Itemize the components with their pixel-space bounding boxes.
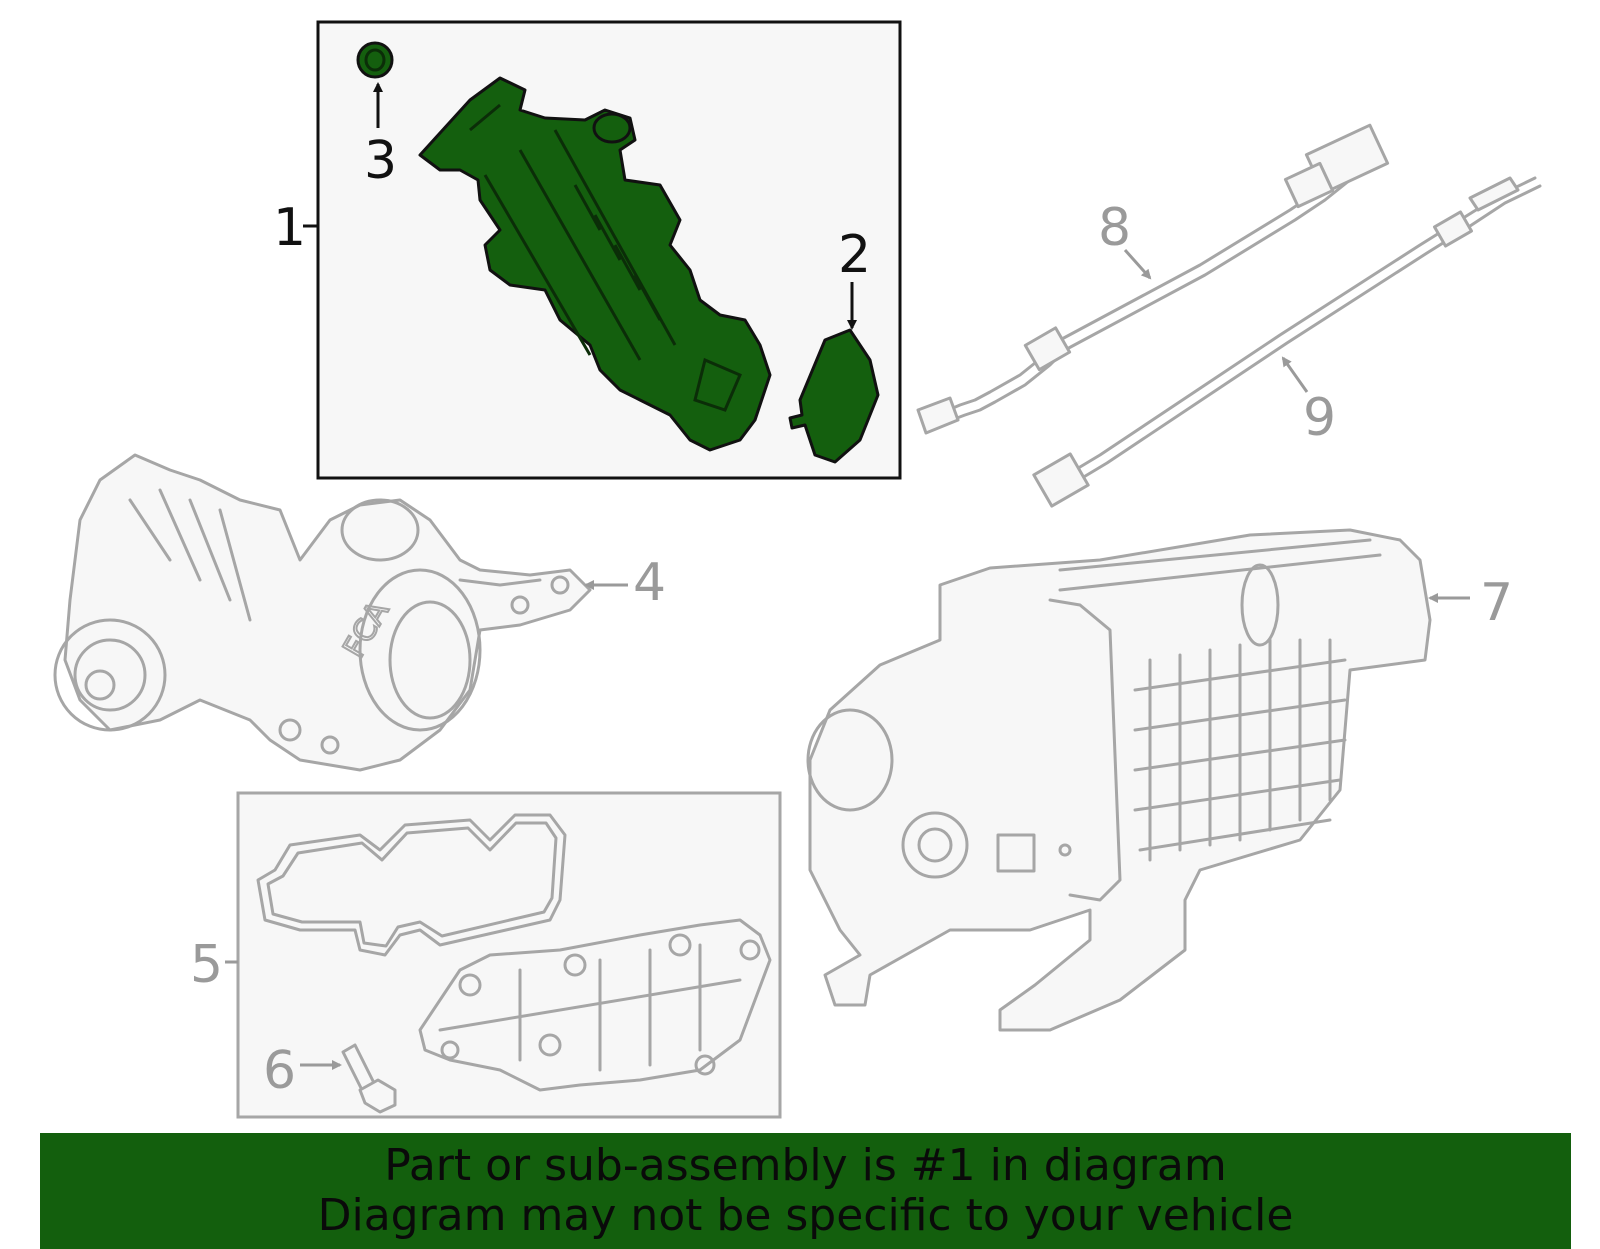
callout-5: 5 xyxy=(190,935,223,995)
part-8-oxygen-sensor[interactable] xyxy=(916,123,1390,435)
part-7-air-cooler[interactable] xyxy=(806,528,1432,1032)
callout-3: 3 xyxy=(364,131,397,191)
leader-9 xyxy=(1281,356,1309,393)
callout-8: 8 xyxy=(1098,198,1131,258)
part-5-manifold-plate[interactable] xyxy=(418,918,772,1092)
part-9-oxygen-sensor[interactable] xyxy=(1032,176,1542,508)
leader-8 xyxy=(1123,249,1152,280)
part-5-gasket[interactable] xyxy=(256,813,567,957)
part-2-gasket[interactable] xyxy=(788,328,880,464)
info-banner: Part or sub-assembly is #1 in diagram Di… xyxy=(40,1133,1571,1249)
callout-1: 1 xyxy=(273,198,306,258)
part-1-egr-cooler[interactable] xyxy=(418,76,772,452)
banner-line-1: Part or sub-assembly is #1 in diagram xyxy=(384,1140,1227,1191)
part-3-gasket[interactable] xyxy=(356,41,394,79)
part-4-housing[interactable]: FCA xyxy=(53,453,592,772)
part-6-bolt[interactable] xyxy=(341,1043,397,1114)
callout-4: 4 xyxy=(633,553,666,613)
callout-6: 6 xyxy=(263,1041,296,1101)
banner-line-2: Diagram may not be specific to your vehi… xyxy=(317,1190,1294,1241)
callout-2: 2 xyxy=(838,225,871,285)
callout-9: 9 xyxy=(1303,388,1336,448)
callout-7: 7 xyxy=(1480,573,1513,633)
